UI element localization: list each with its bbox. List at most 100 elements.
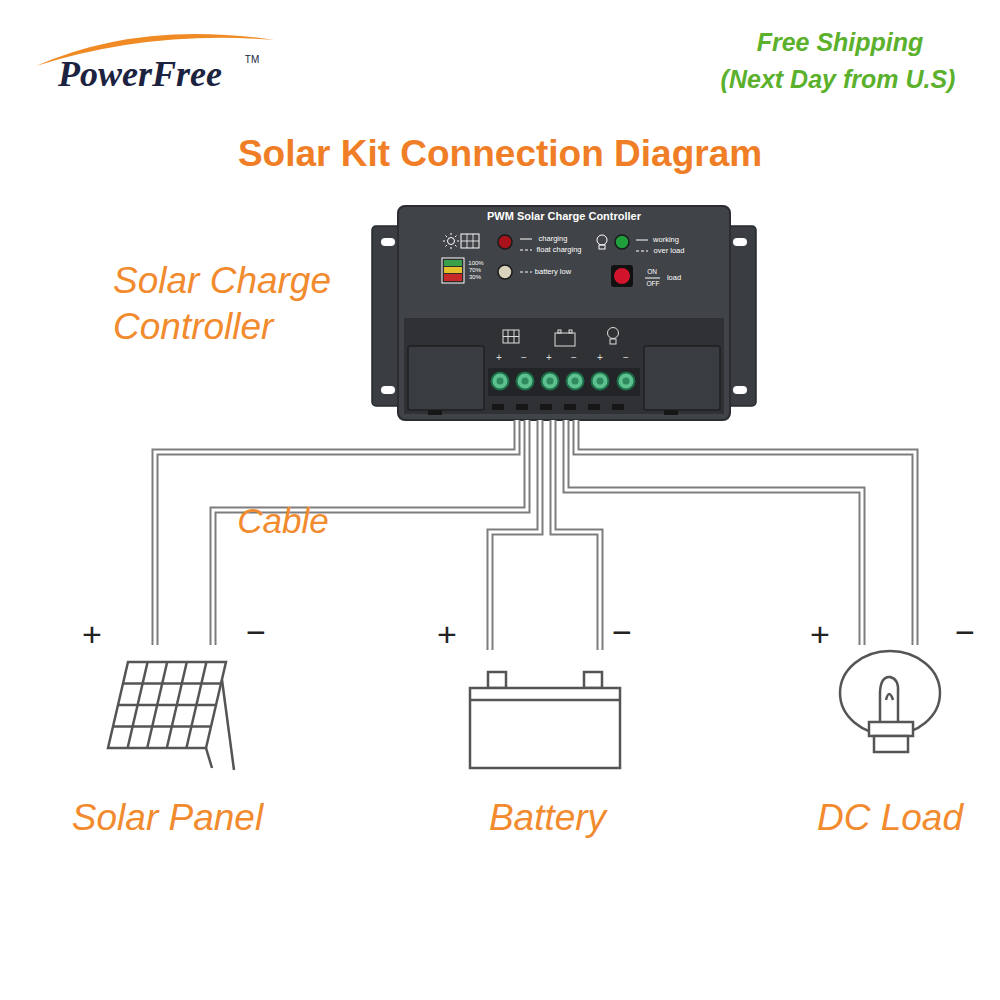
terminal-screw [597,378,604,385]
controller-caption: Solar Charge Controller [113,258,365,350]
charge-controller-body [540,404,552,410]
charge-controller-body [492,404,504,410]
terminal-icon [569,330,572,333]
terminal-icon [558,330,561,333]
terminal-screw [522,378,529,385]
charge-controller-body [428,410,442,415]
indicator-panel [444,274,462,281]
terminal-screw [542,373,559,390]
polarity-sign: − [955,615,975,649]
solar-panel-drawing [118,704,216,707]
switch-label: OFF [647,281,660,288]
indicator-panel [498,235,512,249]
solar-panel-drawing [108,662,234,770]
lamp-drawing [886,694,893,700]
charge-controller-body [381,386,395,394]
level-label: 70% [469,267,481,273]
terminal-polarity: − [623,353,629,363]
charge-controller-body [664,410,678,415]
solar-panel-drawing [222,680,234,770]
charge-controller-body [733,238,747,246]
battery-drawing [488,672,506,688]
polarity-sign: + [82,617,102,651]
level-label: 100% [468,260,483,266]
battery-drawing [470,699,620,702]
terminal-polarity: + [496,353,502,363]
solar-panel-drawing [206,748,212,768]
indicator-panel [443,233,459,249]
terminal-screw [547,378,554,385]
indicator-panel [520,250,532,251]
terminal-screw [618,373,635,390]
indicator-panel [461,234,479,248]
trademark: TM [245,55,259,65]
lamp-drawing [874,736,908,752]
indicator-panel [444,267,462,273]
polarity-sign: − [612,615,632,649]
cable-core [213,420,527,645]
terminal-icon [503,330,519,343]
charge-controller-body [408,346,484,410]
indicator-panel [636,251,648,252]
indicator-panel [597,235,607,245]
cable-wire [576,420,915,645]
component-label: DC Load [750,796,1000,840]
lamp-drawing [840,651,940,752]
indicator-label: over load [654,247,685,255]
polarity-sign: − [246,615,266,649]
terminal-icon [503,328,619,347]
indicator-panel [461,234,479,248]
indicator-label: working [653,236,679,244]
switch-label: ON [647,269,657,276]
brand-logo: PowerFree [58,56,222,92]
charge-controller-body [404,318,724,414]
indicator-panel [614,268,630,284]
cable-core [566,420,862,645]
charge-controller-body [644,346,720,410]
indicator-label: charging [539,235,568,243]
terminal-icon [610,339,616,344]
battery-drawing [584,672,602,688]
charge-controller-body [372,206,756,420]
cable-core [490,420,540,650]
cable-wire [213,420,527,645]
terminal-screw [517,373,534,390]
terminal-screw [592,373,609,390]
terminal-icon [555,333,575,346]
charge-controller-body [612,404,624,410]
indicator-panel [520,272,532,273]
polarity-sign: + [810,617,830,651]
cable-label: Cable [237,503,328,538]
terminal-screw [623,378,630,385]
charge-controller-body [516,404,528,410]
indicator-panel [448,238,455,245]
charge-controller-body [398,206,730,420]
controller-model: PWM Solar Charge Controller [398,210,730,223]
indicator-panel [442,258,464,283]
charge-controller-body [733,386,747,394]
shipping-note: (Next Day from U.S) [721,67,956,92]
component-label: Battery [400,796,695,840]
battery-drawing [470,688,620,768]
terminal-polarity: − [521,353,527,363]
solar-panel: Solar Panel [60,645,275,840]
charge-controller-body [564,404,576,410]
terminal-screw [497,378,504,385]
diagram-title: Solar Kit Connection Diagram [0,132,1000,176]
polarity-sign: + [437,617,457,651]
indicator-label: float charging [536,246,581,254]
battery: Battery [440,650,655,840]
indicator-panel [599,245,605,249]
charge-controller-body [381,238,395,246]
lamp-drawing [880,677,898,722]
solar-panel-drawing [113,725,211,728]
indicator-panel [645,278,660,279]
charge-controller: Solar Charge ControllerPWM Solar Charge … [398,206,730,420]
cable-core [576,420,915,645]
lamp-drawing [840,651,940,735]
battery-drawing [470,672,620,768]
shipping-note: Free Shipping [757,30,924,55]
cable-wire [490,420,540,650]
indicator-panel [442,233,660,287]
